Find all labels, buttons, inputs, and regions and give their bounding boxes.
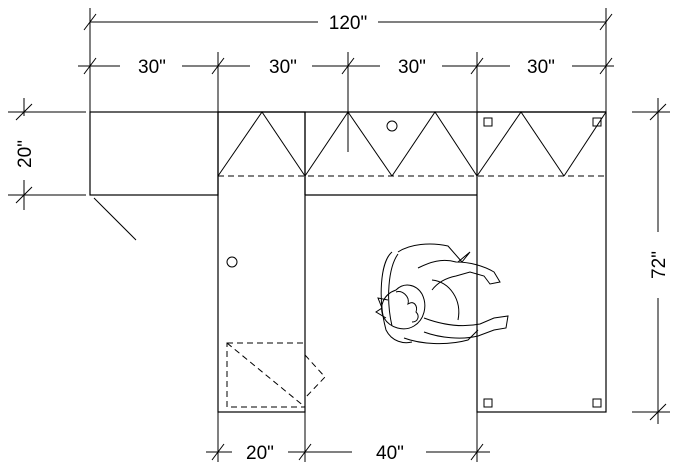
left-return-shelf: [89, 111, 219, 241]
corner-leg-br: [592, 398, 602, 408]
overall-depth-label: 72": [649, 251, 670, 279]
pull-out-drawer: [226, 342, 326, 408]
upper-depth-dimension: 20": [8, 98, 86, 210]
bottom-right-label: 40": [376, 443, 404, 464]
upper-depth-label: 20": [15, 140, 36, 168]
corner-leg-tl: [483, 117, 493, 127]
left-pedestal: [217, 111, 306, 413]
grommet-top: [386, 120, 398, 132]
module-width-label-4: 30": [527, 57, 555, 78]
right-worksurface: [476, 111, 607, 413]
corner-leg-bl: [483, 398, 493, 408]
module-width-dimensions: 30" 30" 30" 30": [78, 52, 614, 112]
overall-width-dimension: 120": [83, 8, 613, 112]
corner-leg-tr: [592, 117, 602, 127]
grommet-left: [226, 256, 238, 268]
seated-person-chair: [375, 243, 509, 345]
module-width-label-2: 30": [269, 57, 297, 78]
overall-depth-dimension: 72": [632, 98, 670, 424]
bottom-dimensions: 20" 40": [206, 412, 490, 464]
module-width-label-3: 30": [398, 57, 426, 78]
module-width-label-1: 30": [138, 57, 166, 78]
upper-hutch: [217, 111, 607, 196]
bottom-left-label: 20": [246, 443, 274, 464]
overall-width-label: 120": [329, 13, 367, 34]
